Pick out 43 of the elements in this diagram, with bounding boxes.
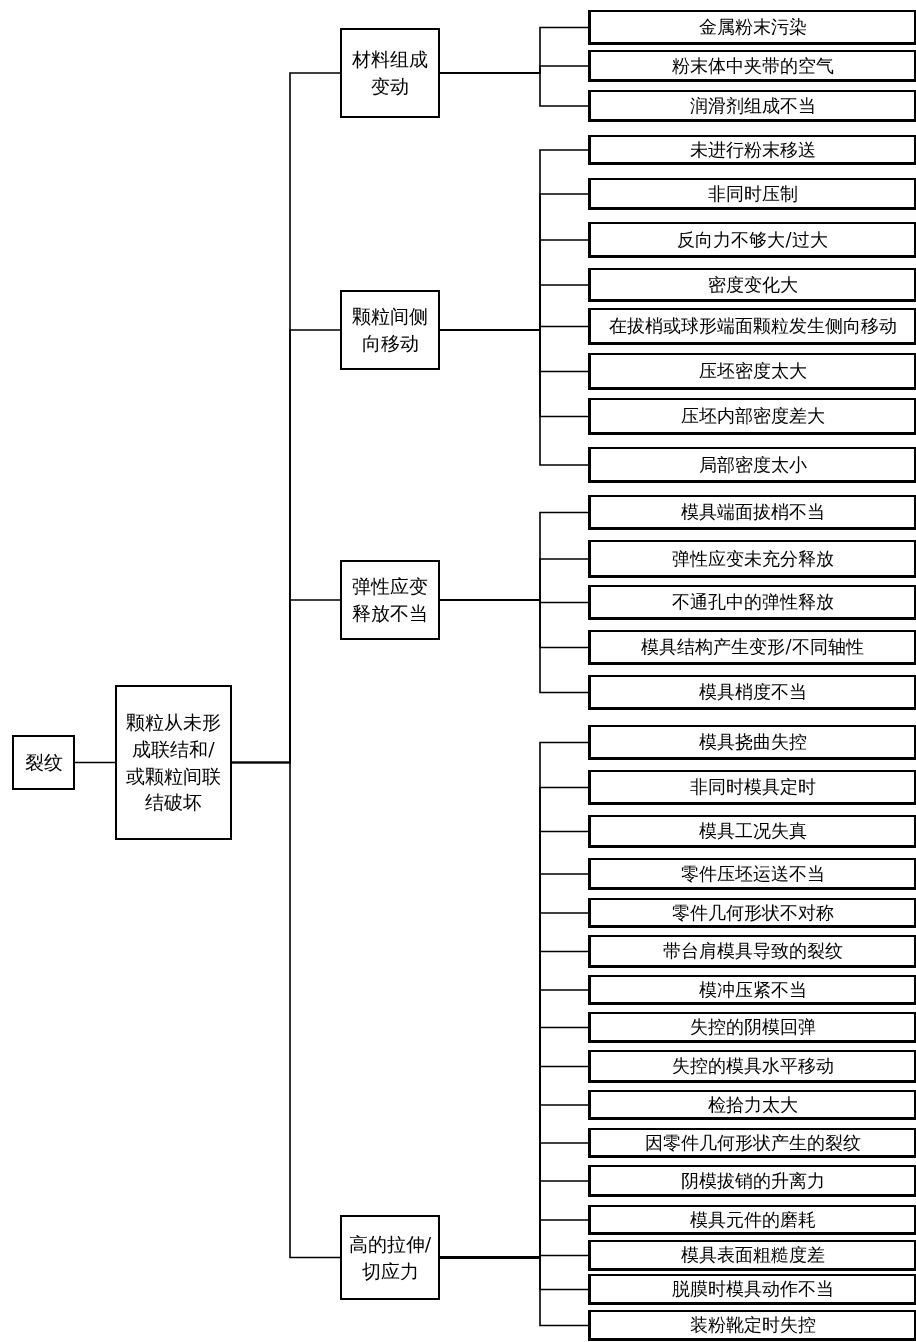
cause-box: 因零件几何形状产生的裂纹 [588,1128,916,1158]
cause-box: 金属粉末污染 [588,10,916,45]
cause-box: 润滑剂组成不当 [588,90,916,122]
cause-box: 未进行粉末移送 [588,135,916,165]
cause-box: 不通孔中的弹性释放 [588,585,916,620]
cause-box: 密度变化大 [588,268,916,302]
cause-box: 裂纹 [12,735,75,790]
connector-line [439,329,589,466]
cause-box: 材料组成变动 [340,28,440,118]
cause-box: 颗粒间侧向移动 [340,290,440,370]
cause-box: 装粉靴定时失控 [588,1310,916,1341]
cause-box: 粉末体中夹带的空气 [588,50,916,82]
cause-box: 颗粒从未形成联结和/或颗粒间联结破坏 [115,685,232,840]
connector-line [74,761,116,764]
cause-box: 弹性应变释放不当 [340,560,440,640]
cause-box: 模具工况失真 [588,815,916,848]
cause-box: 反向力不够大/过大 [588,222,916,258]
cause-box: 模冲压紧不当 [588,975,916,1005]
cause-box: 脱膜时模具动作不当 [588,1274,916,1305]
cause-box: 在拔梢或球形端面颗粒发生侧向移动 [588,308,916,345]
cause-box: 非同时模具定时 [588,770,916,805]
cause-box: 失控的模具水平移动 [588,1050,916,1083]
cause-box: 高的拉伸/切应力 [340,1215,440,1300]
connector-line [439,1256,589,1327]
connector-line [231,761,341,1259]
connector-line [439,72,589,107]
cause-box: 模具表面粗糙度差 [588,1240,916,1271]
cause-box: 模具梢度不当 [588,675,916,710]
cause-box: 失控的阴模回弹 [588,1012,916,1043]
cause-box: 零件压坯运送不当 [588,858,916,890]
cause-box: 模具挠曲失控 [588,725,916,760]
cause-box: 压坯内部密度差大 [588,398,916,435]
cause-box: 局部密度太小 [588,447,916,483]
cause-box: 模具端面拔梢不当 [588,495,916,530]
cause-box: 模具元件的磨耗 [588,1205,916,1235]
cause-box: 零件几何形状不对称 [588,898,916,928]
cause-box: 非同时压制 [588,178,916,210]
cause-box: 压坯密度太大 [588,353,916,390]
cause-box: 检拾力太大 [588,1090,916,1120]
cause-box: 弹性应变未充分释放 [588,540,916,578]
cause-box: 阴模拔销的升离力 [588,1165,916,1197]
cause-box: 带台肩模具导致的裂纹 [588,935,916,968]
cause-box: 模具结构产生变形/不同轴性 [588,630,916,665]
